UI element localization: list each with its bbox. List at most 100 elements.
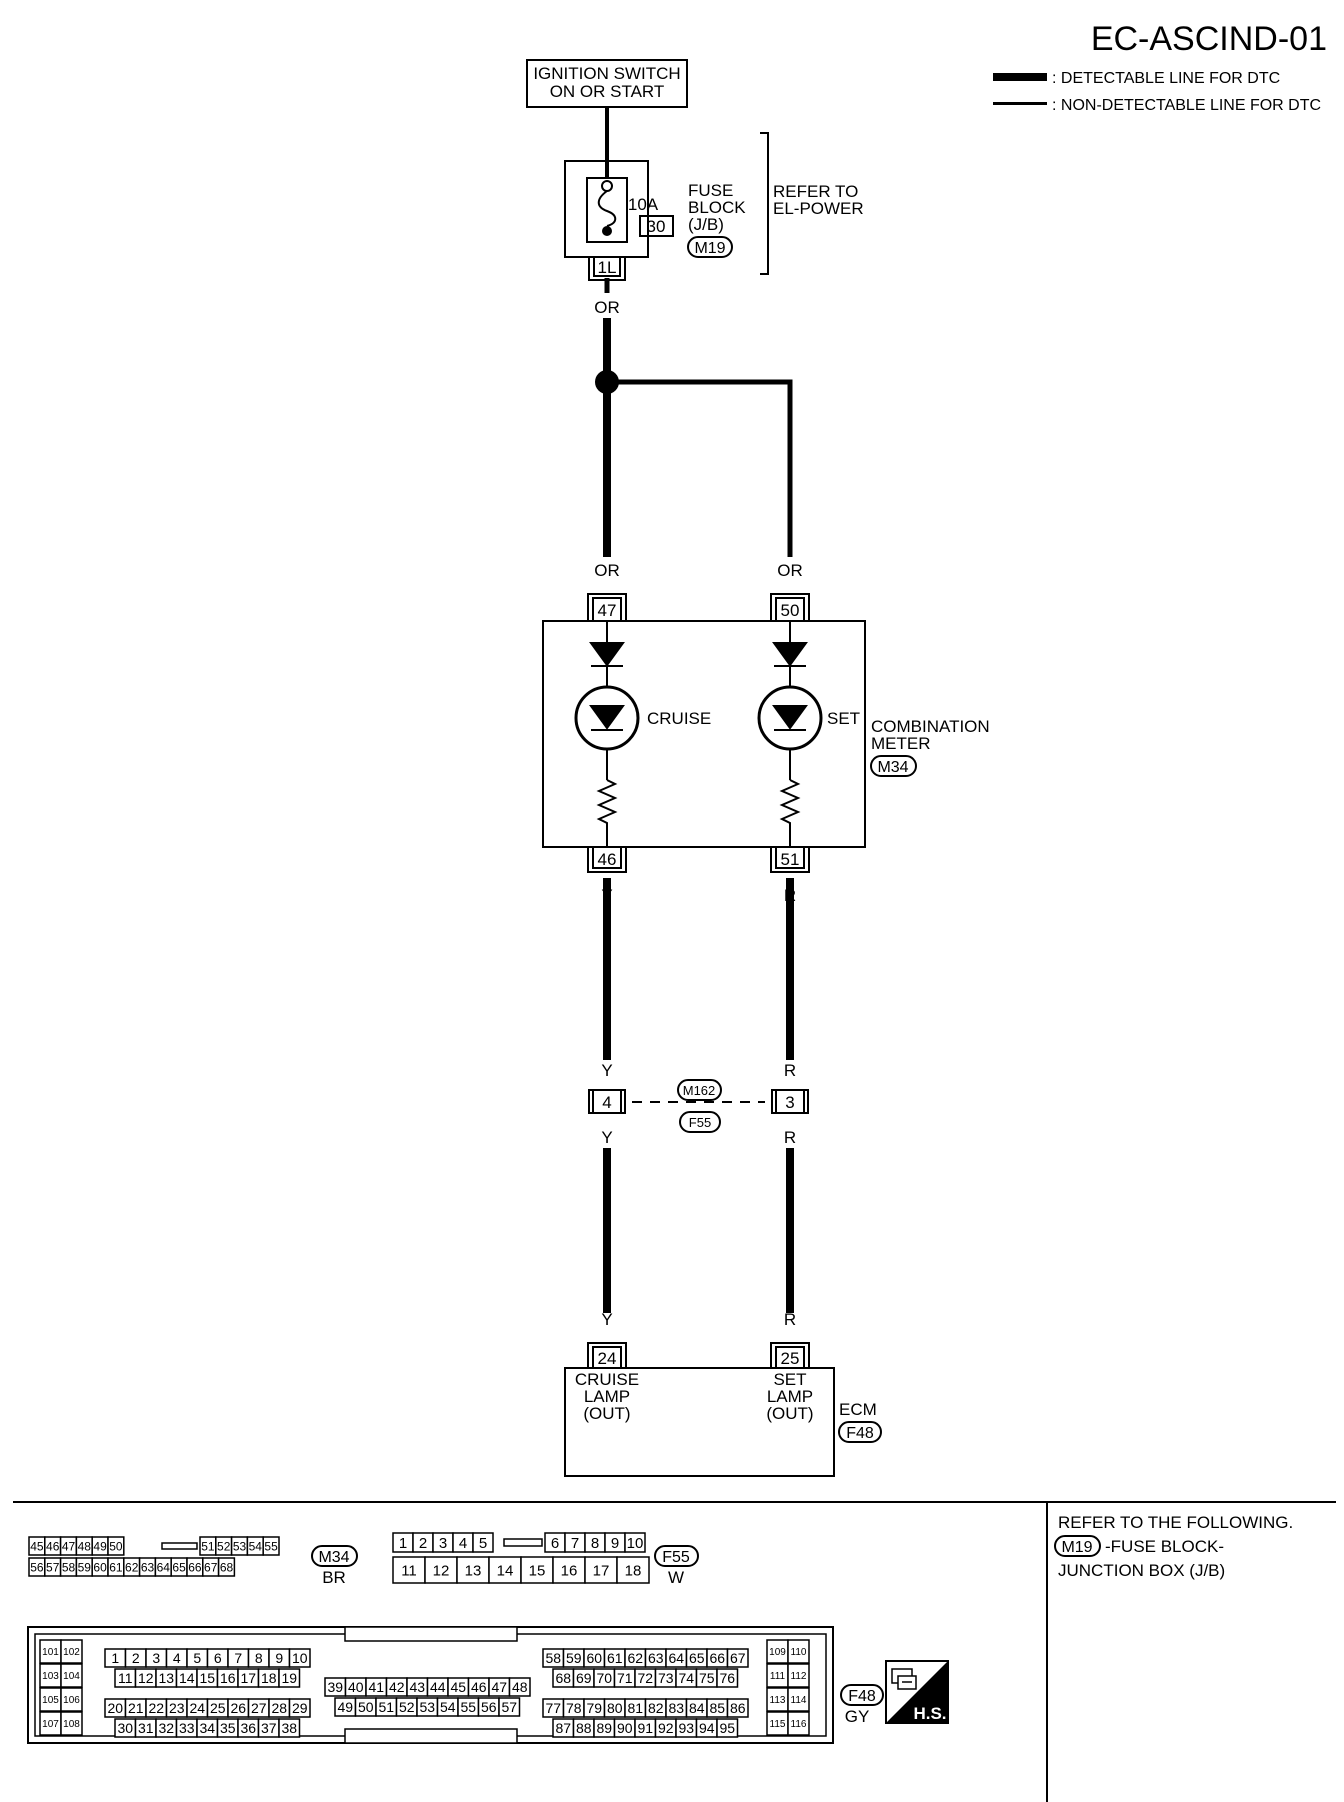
pin-label: 105 <box>42 1695 59 1706</box>
pin-label: 53 <box>419 1699 435 1715</box>
pin-label: 62 <box>125 1560 139 1574</box>
f48-key-top <box>344 1626 518 1642</box>
pin-label: 48 <box>512 1679 528 1695</box>
pin-cell <box>787 1663 810 1688</box>
ecm-set-3: (OUT) <box>766 1404 813 1423</box>
ecm-pin-24: 24 <box>587 1342 627 1368</box>
refer-connector-badge <box>1054 1535 1101 1557</box>
pin-label: 34 <box>199 1720 215 1736</box>
pin-label: 33 <box>179 1720 195 1736</box>
ecm-label: ECM <box>839 1400 877 1419</box>
m34-color: BR <box>322 1568 346 1587</box>
set-lamp-icon <box>757 685 823 780</box>
wire-color-r-2: R <box>784 1061 796 1080</box>
pin-label: 16 <box>220 1670 236 1686</box>
pin-label: 35 <box>220 1720 236 1736</box>
pin-cell <box>472 1532 494 1553</box>
pin-label: 58 <box>62 1560 76 1574</box>
ecm-set-1: SET <box>773 1370 806 1389</box>
pin-label: 47 <box>62 1539 76 1553</box>
ecm-cruise-1: CRUISE <box>575 1370 639 1389</box>
pin-label: 56 <box>30 1560 44 1574</box>
fuse-amp: 10A <box>628 195 659 214</box>
pin-label: 37 <box>261 1720 277 1736</box>
pin-label: 68 <box>220 1560 234 1574</box>
pin-label: 64 <box>668 1650 684 1666</box>
pin-label: 47 <box>491 1679 507 1695</box>
pin-label: 67 <box>730 1650 746 1666</box>
pin-label: 3 <box>439 1535 447 1552</box>
pin-label: 53 <box>233 1539 247 1553</box>
pin-label: 72 <box>637 1670 653 1686</box>
joint-pin-4: 4 <box>588 1089 626 1114</box>
pin-cell <box>498 1697 521 1717</box>
pin-label: 60 <box>586 1650 602 1666</box>
wire-color-or-2: OR <box>594 561 620 580</box>
set-diode-icon <box>772 621 808 688</box>
legend-thin-line <box>993 102 1047 105</box>
pin-cell <box>787 1711 810 1736</box>
splice-point <box>595 370 619 394</box>
pin-cell <box>60 1711 83 1736</box>
cruise-lamp-icon <box>574 685 640 780</box>
pin-cell <box>60 1687 83 1712</box>
m34-connector: M34 <box>318 1549 349 1566</box>
ecm-connector: F48 <box>846 1425 874 1442</box>
wire-color-r-3: R <box>784 1128 796 1147</box>
pin-label: 70 <box>596 1670 612 1686</box>
joint-connector-bottom: F55 <box>689 1115 711 1130</box>
set-lamp-label: SET <box>827 709 860 728</box>
legend-non-detectable: : NON-DETECTABLE LINE FOR DTC <box>1052 97 1321 114</box>
f48-connector: F48 <box>848 1688 876 1705</box>
pin-cell <box>616 1556 650 1584</box>
f48-color: GY <box>845 1707 870 1726</box>
pin-label: 88 <box>576 1720 592 1736</box>
pin-label: 54 <box>249 1539 263 1553</box>
pin-label: 87 <box>555 1720 571 1736</box>
hs-label: H.S. <box>913 1704 946 1723</box>
fuse-terminal: 1L <box>598 258 617 277</box>
joint-connector-top-badge <box>677 1079 722 1101</box>
pin-label: 15 <box>199 1670 215 1686</box>
pin-label: 107 <box>42 1719 59 1730</box>
pin-label: 112 <box>791 1671 807 1682</box>
pin-label: 26 <box>230 1700 246 1716</box>
pin-cell <box>716 1668 739 1688</box>
pin-label: 66 <box>188 1560 202 1574</box>
svg-text:46: 46 <box>598 850 617 869</box>
meter-connector: M34 <box>877 759 908 776</box>
fuse-connector-badge <box>687 236 733 258</box>
pin-label: 74 <box>678 1670 694 1686</box>
joint-pin-3: 3 <box>771 1089 809 1114</box>
pin-label: 57 <box>46 1560 60 1574</box>
pin-label: 94 <box>699 1720 715 1736</box>
pin-cell <box>278 1668 301 1688</box>
svg-text:51: 51 <box>781 850 800 869</box>
pin-label: 49 <box>337 1699 353 1715</box>
pin-label: 5 <box>479 1535 487 1552</box>
svg-text:24: 24 <box>598 1349 617 1368</box>
wire-color-y-1: Y <box>601 886 612 905</box>
pin-label: 64 <box>157 1560 171 1574</box>
pin-label: 56 <box>481 1699 497 1715</box>
pin-label: 1 <box>111 1650 119 1666</box>
pin-label: 45 <box>450 1679 466 1695</box>
meter-connector-badge <box>870 755 917 777</box>
pin-label: 62 <box>627 1650 643 1666</box>
diagram-title: EC-ASCIND-01 <box>1091 20 1327 58</box>
pin-label: 12 <box>138 1670 154 1686</box>
pin-label: 75 <box>699 1670 715 1686</box>
pin-label: 61 <box>109 1560 123 1574</box>
f55-connector: F55 <box>662 1549 690 1566</box>
m34-connector-badge <box>311 1545 358 1567</box>
pin-label: 104 <box>63 1671 80 1682</box>
pin-label: 19 <box>281 1670 297 1686</box>
refer-connector: M19 <box>1061 1539 1092 1556</box>
pin-label: 90 <box>617 1720 633 1736</box>
m34-key <box>161 1542 198 1550</box>
cruise-diode-icon <box>589 621 625 688</box>
pin-label: 84 <box>689 1700 705 1716</box>
